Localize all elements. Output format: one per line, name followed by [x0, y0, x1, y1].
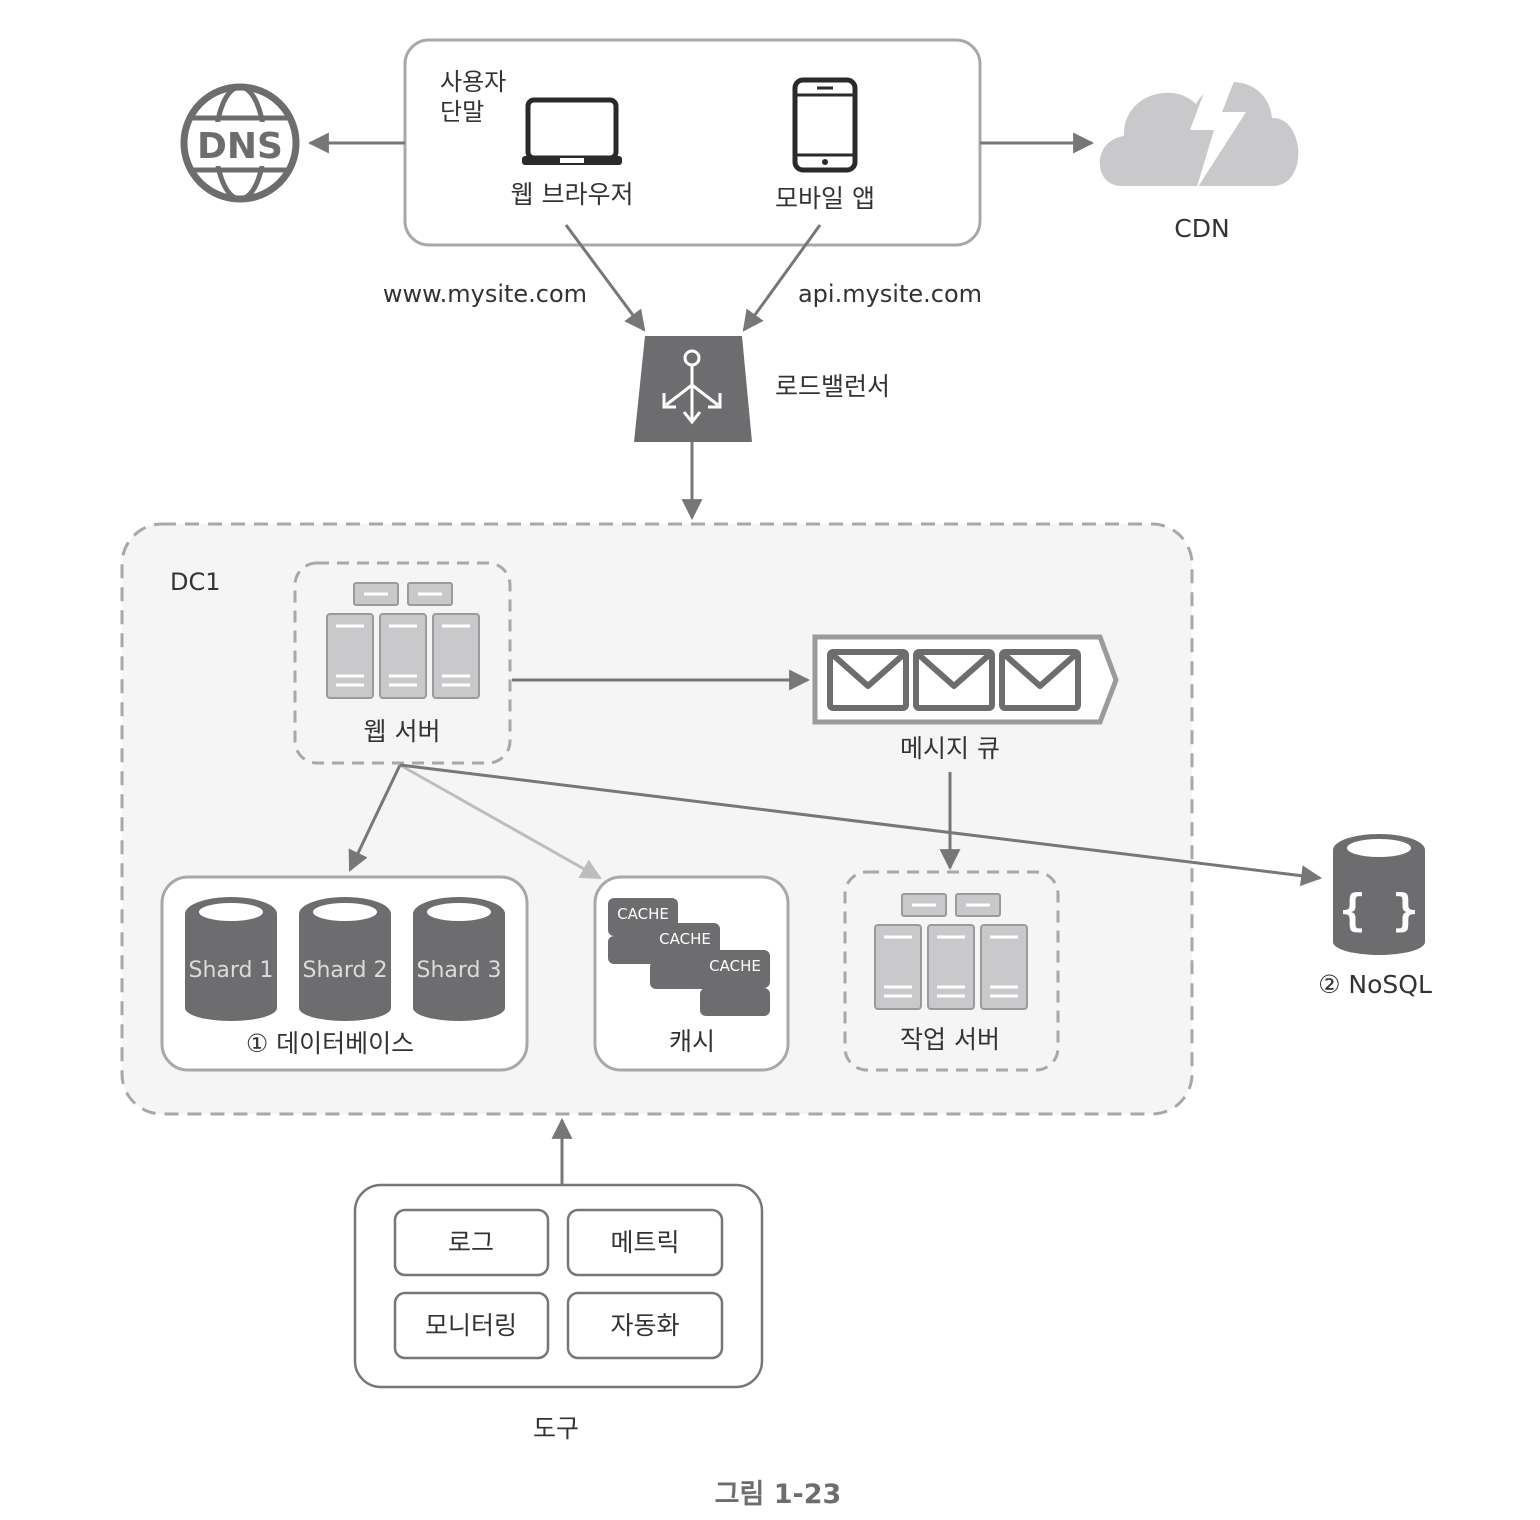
tool-monitoring-label: 모니터링	[425, 1311, 517, 1340]
client-devices-group: 사용자 단말 웹 브라우저 모바일 앱	[403, 38, 982, 247]
tools-group: 로그 메트릭 모니터링 자동화	[353, 1183, 764, 1389]
datacenter-label: DC1	[170, 568, 221, 596]
worker-server-label: 작업 서버	[900, 1025, 1000, 1054]
load-balancer-icon	[634, 336, 752, 442]
web-server-to-db-arrow	[348, 764, 402, 872]
cache-tile-2-label: CACHE	[659, 930, 711, 948]
shard-1-label: Shard 1	[188, 958, 273, 983]
figure-caption: 그림 1-23	[715, 1479, 842, 1510]
cdn-label: CDN	[1174, 214, 1229, 243]
web-server-to-cache-arrow	[399, 763, 602, 880]
tool-automation-label: 자동화	[610, 1311, 679, 1340]
laptop-icon	[522, 97, 622, 165]
mobile-phone-icon	[792, 77, 858, 173]
api-to-lb-arrow	[742, 224, 822, 332]
client-group-label: 사용자	[440, 68, 506, 96]
tool-metrics-box: 메트릭	[566, 1208, 724, 1277]
cache-group: CACHE CACHE CACHE 캐시	[593, 875, 790, 1072]
database-shard-2-icon: Shard 2	[299, 897, 391, 1021]
cache-tile-3-label: CACHE	[709, 957, 761, 975]
message-queue-label: 메시지 큐	[900, 734, 1000, 763]
tool-logs-box: 로그	[393, 1208, 550, 1277]
nosql-label: ② NoSQL	[1318, 970, 1432, 999]
tool-metrics-label: 메트릭	[610, 1228, 679, 1257]
web-server-to-nosql-arrow	[399, 763, 1323, 887]
cache-tile-1-label: CACHE	[617, 905, 669, 923]
database-label: ① 데이터베이스	[246, 1029, 414, 1058]
worker-server-group: 작업 서버	[843, 870, 1060, 1072]
web-to-lb-arrow	[564, 224, 646, 332]
tool-logs-label: 로그	[448, 1228, 494, 1257]
dns-globe-icon: DNS	[180, 83, 300, 203]
mobile-app-label: 모바일 앱	[775, 184, 875, 213]
tools-label: 도구	[533, 1414, 579, 1443]
cache-icon: CACHE CACHE CACHE	[608, 898, 770, 1016]
tool-automation-box: 자동화	[566, 1291, 724, 1360]
datacenter-dc1: DC1 웹 서버 메시지 큐	[120, 522, 1323, 1116]
web-domain-label: www.mysite.com	[383, 280, 587, 308]
database-group: Shard 1 Shard 2 Shard 3 ① 데이터베이스	[160, 875, 529, 1072]
nosql-database-icon: { }	[1333, 834, 1425, 955]
database-shard-1-icon: Shard 1	[185, 897, 277, 1021]
web-server-group: 웹 서버	[293, 561, 512, 765]
web-server-label: 웹 서버	[364, 717, 441, 746]
api-domain-label: api.mysite.com	[798, 280, 982, 308]
shard-3-label: Shard 3	[416, 958, 501, 983]
message-queue-icon	[812, 634, 1119, 725]
tool-monitoring-box: 모니터링	[393, 1291, 550, 1360]
load-balancer-label: 로드밸런서	[775, 372, 890, 401]
nosql-braces-glyph: { }	[1339, 885, 1418, 936]
cdn-cloud-icon	[1099, 66, 1299, 190]
database-shard-3-icon: Shard 3	[413, 897, 505, 1021]
cache-label: 캐시	[669, 1027, 715, 1056]
dns-label: DNS	[197, 126, 283, 167]
web-browser-label: 웹 브라우저	[511, 180, 634, 209]
client-group-label-2: 단말	[440, 98, 484, 126]
shard-2-label: Shard 2	[302, 958, 387, 983]
